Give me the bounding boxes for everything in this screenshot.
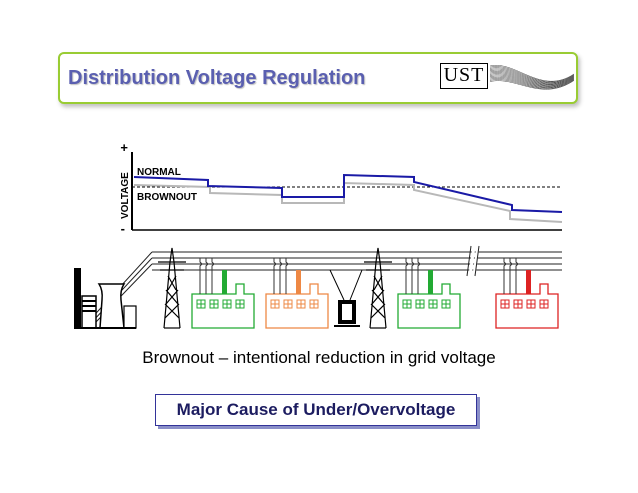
factory-1 xyxy=(191,258,255,329)
power-plant-icon xyxy=(74,268,137,329)
voltage-axis-label: VOLTAGE xyxy=(120,172,131,219)
transformer-icon xyxy=(329,269,363,327)
ust-logo: UST xyxy=(436,58,576,102)
transmission-tower-1 xyxy=(158,247,186,329)
transmission-tower-2 xyxy=(364,247,392,329)
logo-text: UST xyxy=(440,63,488,89)
logo-swoosh xyxy=(489,65,575,90)
factory-2 xyxy=(265,258,329,329)
normal-voltage-line xyxy=(133,173,563,213)
cause-text: Major Cause of Under/Overvoltage xyxy=(176,400,456,419)
plus-sign: + xyxy=(120,140,128,155)
caption: Brownout – intentional reduction in grid… xyxy=(142,348,496,367)
slide-title: Distribution Voltage Regulation xyxy=(68,67,366,89)
factory-4 xyxy=(495,258,559,329)
title-box: Distribution Voltage Regulation UST xyxy=(58,52,578,104)
factory-3 xyxy=(397,258,461,329)
voltage-graph: + - VOLTAGE NORMAL BROWNOUT xyxy=(120,140,563,236)
cause-box: Major Cause of Under/Overvoltage xyxy=(155,394,477,426)
normal-label: NORMAL xyxy=(137,167,181,178)
brownout-label: BROWNOUT xyxy=(137,192,197,203)
minus-sign: - xyxy=(121,221,125,236)
